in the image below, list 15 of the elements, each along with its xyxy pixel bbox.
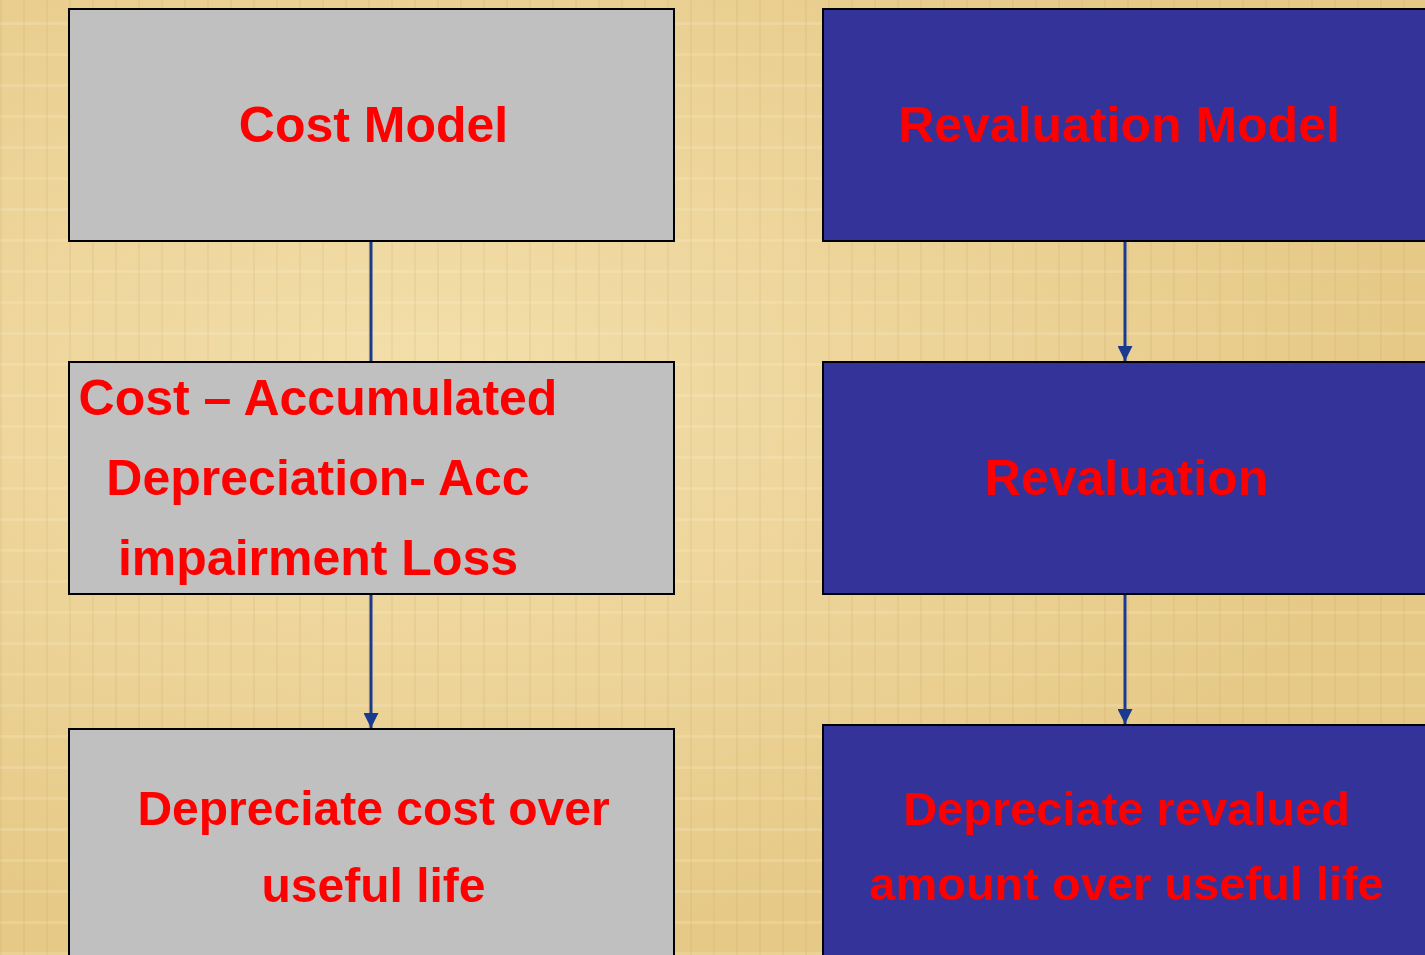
arrow: [1117, 242, 1133, 361]
process-box: [822, 361, 1425, 595]
box-label: Cost Model: [237, 96, 510, 155]
process-box: [68, 8, 675, 242]
arrow: [363, 595, 379, 728]
box-label: Revaluation: [983, 449, 1270, 508]
box-label: Depreciate cost over useful life: [136, 781, 611, 914]
process-box: [822, 8, 1425, 242]
process-box: [68, 728, 675, 955]
arrow: [1117, 595, 1133, 724]
box-label: Cost – Accumulated Depreciation- Acc impairment Loss: [77, 369, 559, 588]
box-label: Depreciate revalued amount over useful life: [868, 780, 1385, 912]
process-box: [822, 724, 1425, 955]
process-box: [68, 361, 675, 595]
box-label: Revaluation Model: [897, 96, 1341, 155]
